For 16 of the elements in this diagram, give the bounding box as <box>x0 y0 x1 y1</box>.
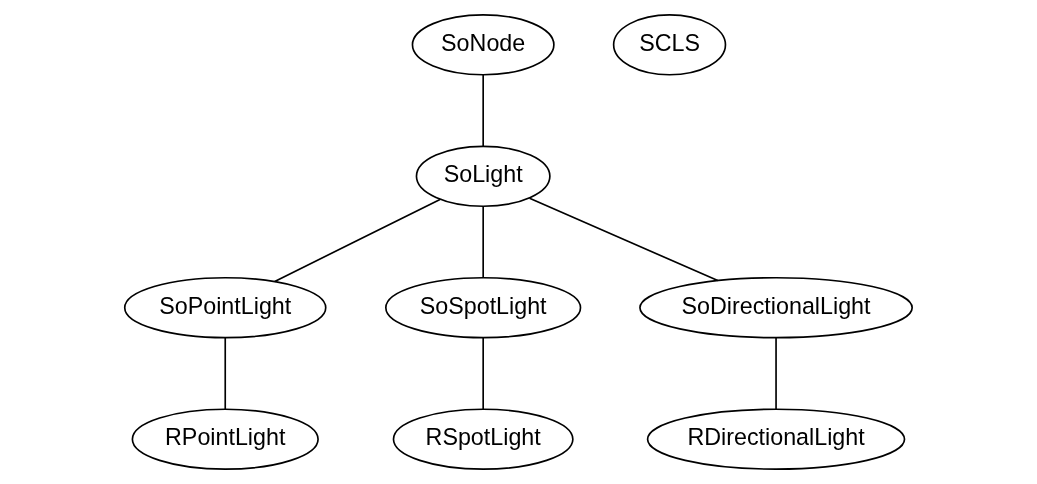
node-ellipse: SCLS <box>612 14 727 76</box>
connector <box>482 74 484 148</box>
connector <box>775 337 777 410</box>
connector <box>224 337 227 410</box>
node-ellipse: SoPointLight <box>123 276 327 339</box>
node-ellipse: SoSpotLight <box>385 276 582 339</box>
node-ellipse: SoDirectionalLight <box>639 276 913 339</box>
node-ellipse: RDirectionalLight <box>646 408 906 470</box>
connector <box>273 198 441 283</box>
connector <box>528 197 719 282</box>
node-ellipse: SoNode <box>411 14 555 76</box>
connector <box>482 205 484 279</box>
node-ellipse: SoLight <box>415 145 551 208</box>
node-ellipse: RSpotLight <box>392 408 574 470</box>
node-ellipse: RPointLight <box>131 408 319 470</box>
connector <box>482 337 484 410</box>
